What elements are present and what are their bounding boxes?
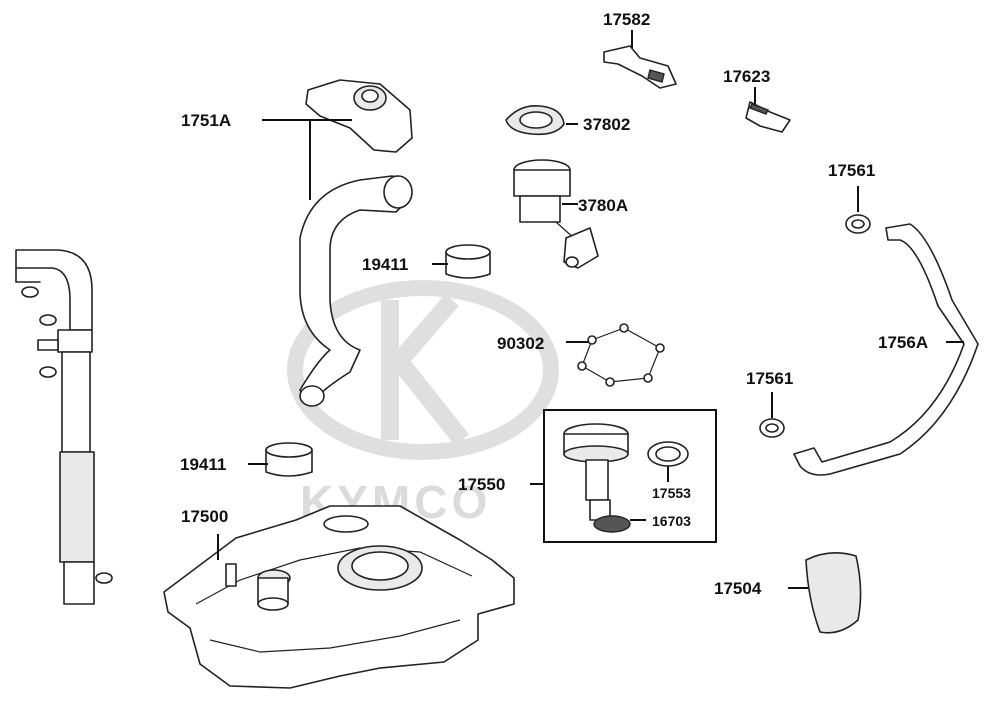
callout-17582: 17582 (603, 10, 650, 29)
part-3780A-level-sender (513, 159, 599, 269)
callout-19411-upper: 19411 (362, 255, 408, 274)
part-90302-bolts (566, 323, 665, 387)
callout-1751A: 1751A (181, 111, 231, 130)
part-17500-fuel-tank (163, 505, 515, 689)
callout-17623: 17623 (723, 67, 770, 86)
left-tube-assembly (15, 249, 113, 605)
callout-3780A: 3780A (578, 196, 628, 215)
callout-37802: 37802 (583, 115, 630, 134)
callout-17553: 17553 (652, 485, 691, 501)
part-1751A-filler-neck (299, 79, 413, 407)
part-19411-clamp-upper (432, 244, 491, 279)
leader-1751A (262, 119, 352, 200)
part-17582-bracket (603, 30, 677, 89)
callout-17500: 17500 (181, 507, 228, 526)
callout-17561-top: 17561 (828, 161, 875, 180)
part-17550-fuel-pump-kit (530, 409, 717, 543)
callout-17550: 17550 (458, 475, 505, 494)
part-17561-clamp-lower (759, 392, 785, 438)
callout-90302: 90302 (497, 334, 544, 353)
part-17561-clamp-top (845, 186, 871, 234)
part-19411-clamp-lower (248, 442, 313, 477)
part-1756A-hose (793, 223, 979, 476)
part-17504-pad (788, 552, 862, 634)
callout-19411-lower: 19411 (180, 455, 226, 474)
callout-16703: 16703 (652, 513, 691, 529)
callout-17504: 17504 (714, 579, 762, 598)
callout-17561-lower: 17561 (746, 369, 793, 388)
part-17623-plate (745, 87, 791, 133)
part-37802-gasket (505, 104, 578, 136)
callout-1756A: 1756A (878, 333, 928, 352)
